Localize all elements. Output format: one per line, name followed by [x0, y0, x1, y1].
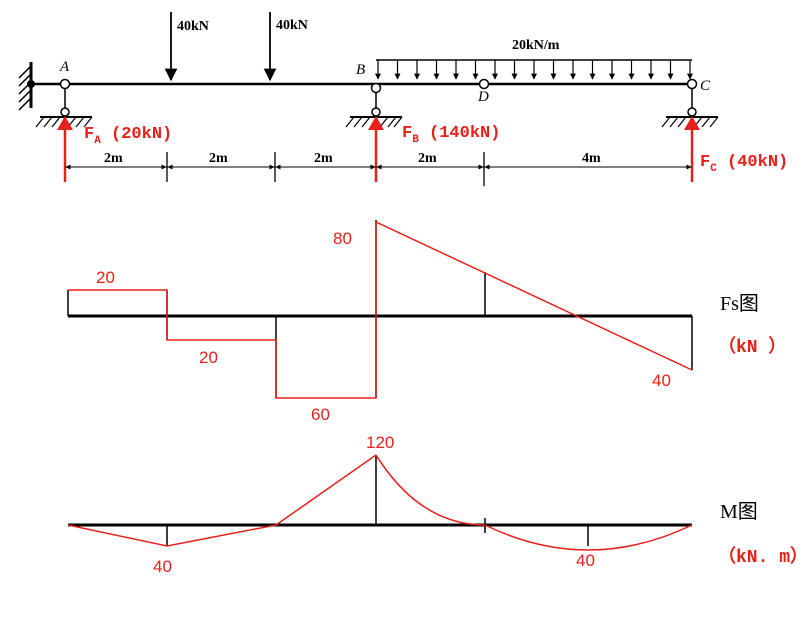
shear-diagram: 20 20 60 80 40 Fs图 （kN ）: [67, 220, 786, 424]
point-b-label: B: [356, 62, 365, 78]
point-load-2: 40kN: [263, 12, 308, 82]
hinge-d: [478, 78, 490, 90]
dim-5: 4m: [582, 151, 601, 166]
load-2-label: 40kN: [276, 18, 308, 33]
dim-2: 2m: [209, 151, 228, 166]
shear-label-20-top: 20: [96, 268, 115, 287]
shear-label-60: 60: [311, 405, 330, 424]
fa-label: FA (20kN): [84, 125, 172, 147]
moment-caption-unit: （kN. m）: [718, 546, 808, 568]
moment-label-120: 120: [366, 433, 394, 452]
load-1-label: 40kN: [177, 19, 209, 34]
fb-label: FB (140kN): [402, 124, 500, 146]
point-d-label: D: [477, 89, 489, 105]
point-c-label: C: [700, 78, 711, 94]
moment-curve-right: [375, 454, 693, 551]
shear-curve: [68, 220, 693, 399]
reaction-b: FB (140kN): [368, 116, 500, 182]
beam-section: A B D C 40kN 40kN 20kN/m: [18, 12, 788, 186]
moment-curve-left: [67, 454, 377, 547]
moment-label-40-left: 40: [153, 557, 172, 576]
support-a: [35, 88, 93, 128]
reaction-a: FA (20kN): [57, 116, 172, 182]
shear-label-40: 40: [652, 371, 671, 390]
shear-caption: Fs图: [720, 293, 759, 315]
moment-label-40-right: 40: [576, 551, 595, 570]
hinge-a: [59, 78, 71, 90]
distributed-load-label: 20kN/m: [512, 38, 560, 53]
shear-label-80: 80: [333, 229, 352, 248]
support-b: [345, 82, 403, 128]
point-a-label: A: [59, 59, 70, 75]
dim-1: 2m: [104, 151, 123, 166]
dim-3: 2m: [314, 151, 333, 166]
dim-4: 2m: [418, 151, 437, 166]
moment-diagram: 120 40 40 M图 （kN. m）: [67, 433, 808, 576]
fc-label: FC (40kN): [700, 153, 788, 175]
shear-label-20-mid: 20: [199, 348, 218, 367]
moment-caption: M图: [720, 501, 758, 523]
shear-caption-unit: （kN ）: [718, 336, 786, 358]
distributed-load: 20kN/m: [375, 38, 693, 80]
dimension-line: 2m 2m 2m 2m 4m: [65, 151, 692, 186]
reaction-c: FC (40kN): [684, 116, 788, 182]
point-load-1: 40kN: [164, 12, 209, 82]
fixed-wall: [18, 62, 35, 111]
